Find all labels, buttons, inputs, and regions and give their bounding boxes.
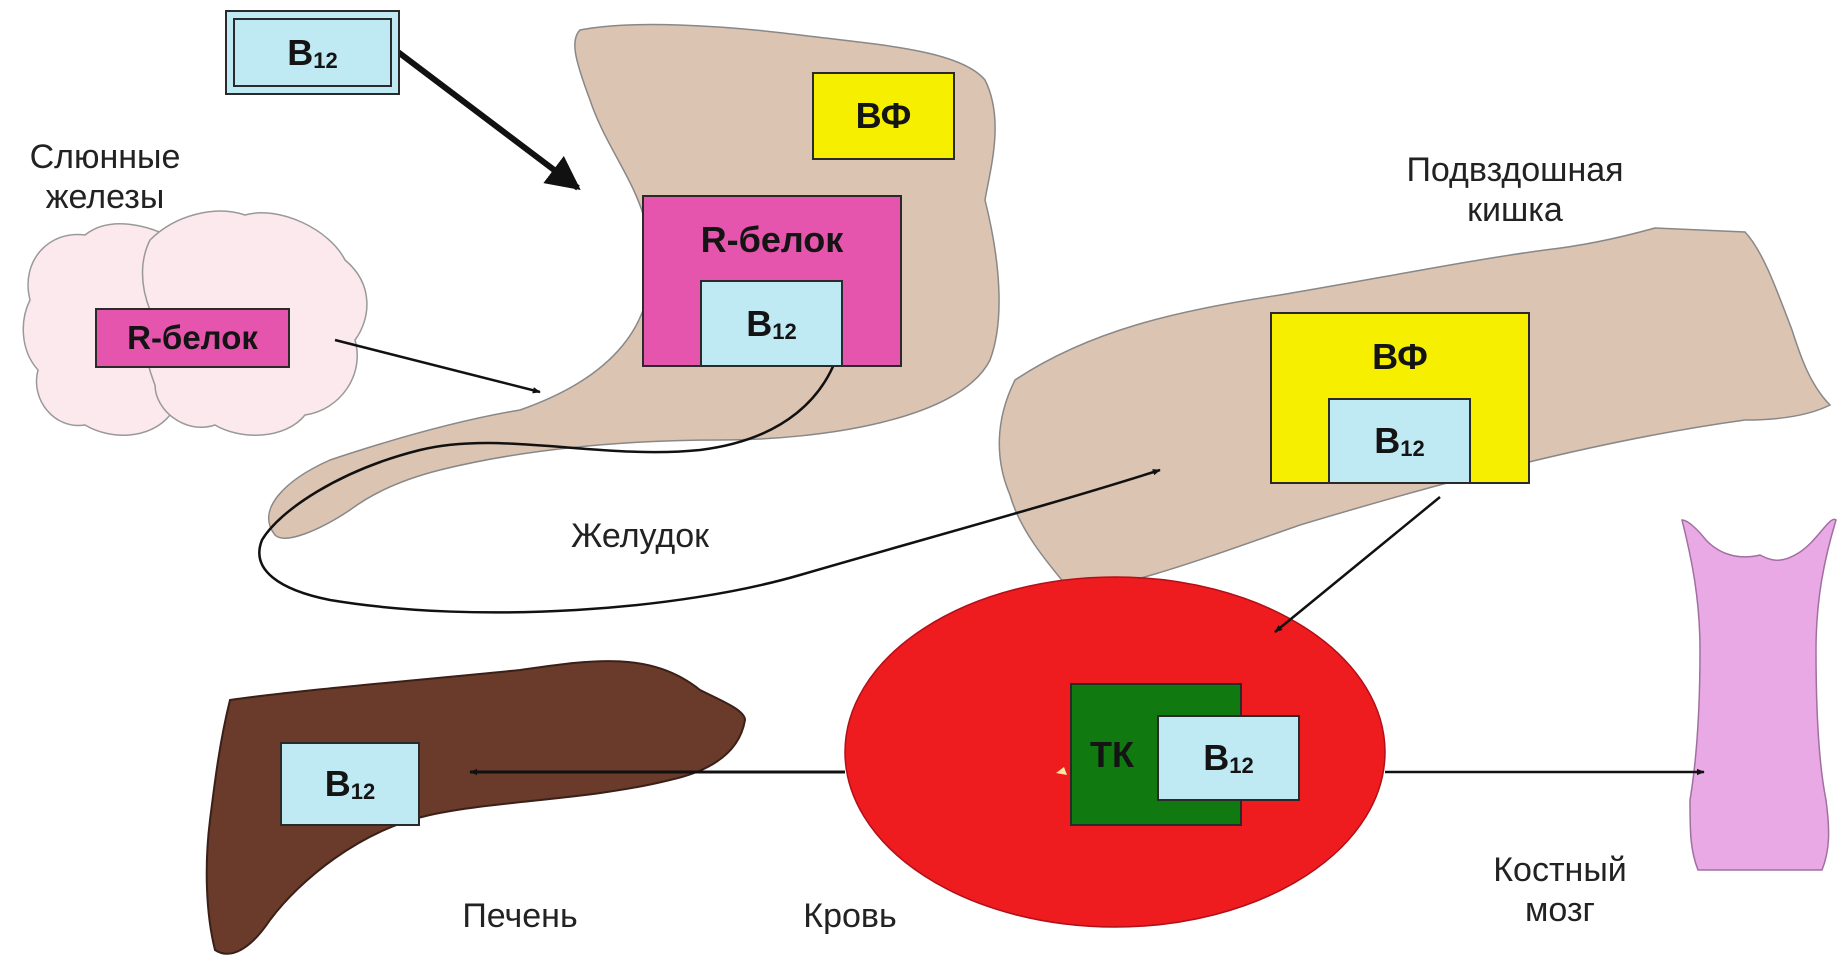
- label-blood: Кровь: [775, 896, 925, 936]
- label-bone-marrow: Костный мозг: [1460, 850, 1660, 930]
- r-protein-box-salivary: R-белок: [95, 308, 290, 368]
- label-salivary-glands: Слюнные железы: [5, 137, 205, 217]
- label-ileum: Подвздошная кишка: [1375, 150, 1655, 230]
- marrow-shape: [1682, 519, 1836, 870]
- label-liver: Печень: [430, 896, 610, 936]
- label-stomach: Желудок: [545, 516, 735, 556]
- arrow-salivary-to-stomach: [335, 340, 540, 392]
- arrow-b12-to-stomach: [398, 52, 578, 188]
- intrinsic-factor-box-stomach: ВФ: [812, 72, 955, 160]
